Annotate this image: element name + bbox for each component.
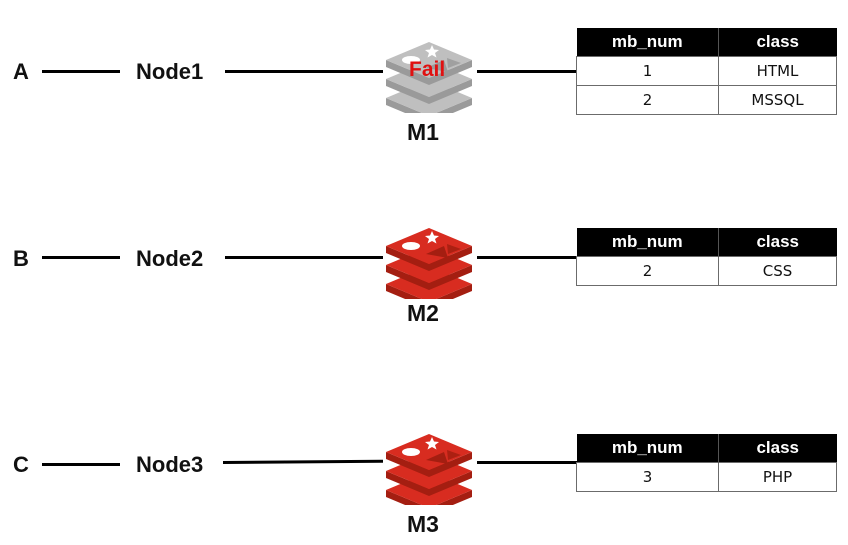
- redis-logo-icon-graphic: [386, 42, 472, 113]
- column-header-class: class: [718, 228, 837, 257]
- client-wire-1: [42, 70, 120, 73]
- master-label-m3: M3: [407, 511, 439, 537]
- client-label-b: B: [13, 246, 29, 271]
- node-label-2: Node2: [136, 246, 204, 271]
- cell-mb-num: 2: [576, 85, 719, 115]
- cell-mb-num: 2: [576, 256, 719, 286]
- cell-class: PHP: [718, 462, 837, 492]
- table-header-row: mb_num class: [576, 228, 837, 257]
- master-label-m1: M1: [407, 119, 439, 145]
- column-header-mb-num: mb_num: [576, 228, 719, 257]
- column-header-mb-num: mb_num: [576, 434, 719, 463]
- client-wire-3: [42, 463, 120, 466]
- data-table-m1: mb_num class 1 HTML 2 MSSQL: [576, 28, 837, 115]
- client-label-c: C: [13, 452, 29, 477]
- redis-logo-icon: [381, 27, 477, 113]
- client-wire-2: [42, 256, 120, 259]
- master-label-m2: M2: [407, 300, 439, 326]
- client-label-a: A: [13, 59, 29, 84]
- cell-mb-num: 1: [576, 56, 719, 86]
- data-table-m3: mb_num class 3 PHP: [576, 434, 837, 492]
- table-row: 2 MSSQL: [576, 85, 837, 115]
- fail-status-label: Fail: [409, 58, 446, 81]
- table-header-row: mb_num class: [576, 28, 837, 57]
- column-header-class: class: [718, 434, 837, 463]
- node-wire-1: [225, 70, 383, 73]
- cell-mb-num: 3: [576, 462, 719, 492]
- column-header-class: class: [718, 28, 837, 57]
- node-label-3: Node3: [136, 452, 204, 477]
- cell-class: MSSQL: [718, 85, 837, 115]
- node-wire-2: [225, 256, 383, 259]
- redis-logo-icon: [381, 213, 477, 299]
- data-table-m2: mb_num class 2 CSS: [576, 228, 837, 286]
- node-wire-3: [222, 459, 384, 464]
- table-row: 3 PHP: [576, 462, 837, 492]
- redis-logo-icon-graphic: [386, 228, 472, 299]
- cell-class: HTML: [718, 56, 837, 86]
- table-wire-2: [477, 256, 577, 259]
- redis-logo-icon-graphic: [386, 434, 472, 505]
- cell-class: CSS: [718, 256, 837, 286]
- table-header-row: mb_num class: [576, 434, 837, 463]
- table-row: 1 HTML: [576, 56, 837, 86]
- table-wire-1: [477, 70, 577, 73]
- column-header-mb-num: mb_num: [576, 28, 719, 57]
- table-row: 2 CSS: [576, 256, 837, 286]
- table-wire-3: [477, 461, 577, 464]
- node-label-1: Node1: [136, 59, 204, 84]
- redis-logo-icon: [381, 419, 477, 505]
